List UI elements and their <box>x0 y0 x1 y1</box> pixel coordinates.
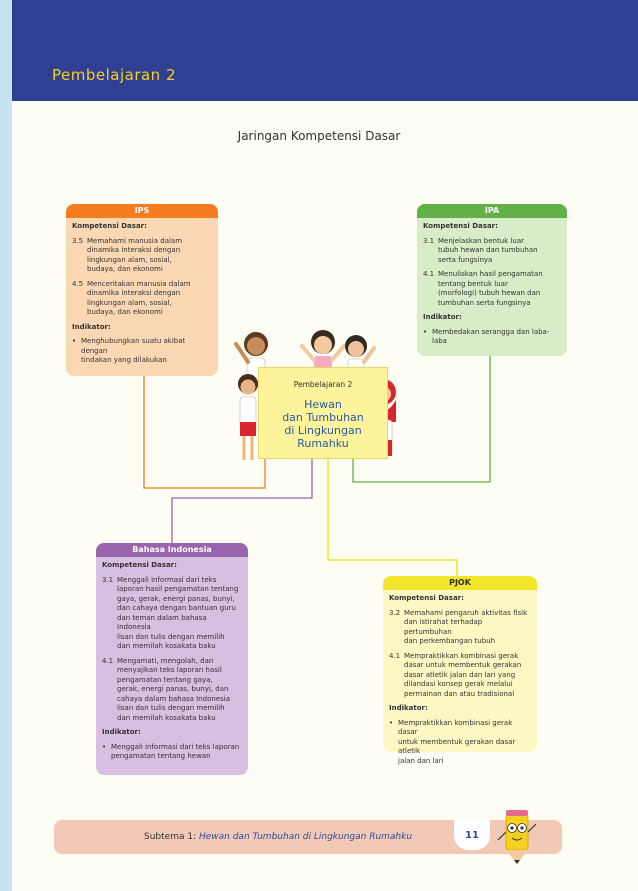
pjok-connector <box>328 459 457 576</box>
footer-subtema: Subtema 1: Hewan dan Tumbuhan di Lingkun… <box>144 832 412 842</box>
page-number: 11 <box>454 830 490 841</box>
center-subtitle: Pembelajaran 2 <box>259 380 387 389</box>
ips-header: IPS <box>66 204 218 218</box>
kd-number: 4.5 <box>72 280 87 318</box>
bullet-dot: • <box>72 337 81 366</box>
pencil-mascot-icon <box>492 806 542 868</box>
pjok-indicator: •Mempraktikkan kombinasi gerak dasar unt… <box>389 719 531 767</box>
ips-indicator: •Menghubungkan suatu akibat dengan tinda… <box>72 337 212 366</box>
indicator-text: Mempraktikkan kombinasi gerak dasar untu… <box>398 719 531 767</box>
kd-text: Mengamati, mengolah, dan menyajikan teks… <box>117 657 242 724</box>
indicator-text: Menggali informasi dari teks laporan pen… <box>111 743 242 762</box>
kd-text: Menceritakan manusia dalam dinamika inte… <box>87 280 212 318</box>
ipa-kd-label: Kompetensi Dasar: <box>423 222 561 232</box>
kd-number: 3.2 <box>389 609 404 647</box>
indicator-text: Membedakan serangga dan laba-laba <box>432 328 561 347</box>
kd-number: 4.1 <box>423 270 438 308</box>
bullet-dot: • <box>102 743 111 762</box>
kd-number: 3.1 <box>102 576 117 652</box>
kd-text: Menggali informasi dari teks laporan has… <box>117 576 242 652</box>
kd-number: 4.1 <box>389 652 404 700</box>
bi-header: Bahasa Indonesia <box>96 543 248 557</box>
bi-indicator-label: Indikator: <box>102 728 242 738</box>
pjok-header: PJOK <box>383 576 537 590</box>
indicator-text: Menghubungkan suatu akibat dengan tindak… <box>81 337 212 366</box>
bi-connector <box>172 459 312 543</box>
kd-number: 4.1 <box>102 657 117 724</box>
bi-kd-label: Kompetensi Dasar: <box>102 561 242 571</box>
center-theme-card: Pembelajaran 2 Hewan dan Tumbuhan di Lin… <box>258 367 388 459</box>
child-right-top <box>345 335 374 369</box>
bullet-dot: • <box>423 328 432 347</box>
ipa-header: IPA <box>417 204 567 218</box>
ips-kd-label: Kompetensi Dasar: <box>72 222 212 232</box>
subtema-label: Subtema 1: <box>144 832 199 842</box>
page-number-tab: 11 <box>454 818 490 850</box>
ipa-indicator: •Membedakan serangga dan laba-laba <box>423 328 561 347</box>
kd-text: Memahami pengaruh aktivitas fisik dan is… <box>404 609 531 647</box>
kd-text: Mempraktikkan kombinasi gerak dasar untu… <box>404 652 531 700</box>
kd-number: 3.1 <box>423 237 438 266</box>
ipa-indicator-label: Indikator: <box>423 313 561 323</box>
kd-text: Menjelaskan bentuk luar tubuh hewan dan … <box>438 237 561 266</box>
child-far-left <box>238 374 258 460</box>
kd-text: Menuliskan hasil pengamatan tentang bent… <box>438 270 561 308</box>
center-title: Hewan dan Tumbuhan di Lingkungan Rumahku <box>259 398 387 450</box>
subtema-title: Hewan dan Tumbuhan di Lingkungan Rumahku <box>199 832 412 842</box>
child-middle <box>302 330 344 368</box>
ips-indicator-label: Indikator: <box>72 323 212 333</box>
kd-number: 3.5 <box>72 237 87 275</box>
pjok-indicator-label: Indikator: <box>389 704 531 714</box>
bi-indicator: •Menggali informasi dari teks laporan pe… <box>102 743 242 762</box>
pjok-kd-label: Kompetensi Dasar: <box>389 594 531 604</box>
bullet-dot: • <box>389 719 398 767</box>
kd-text: Memahami manusia dalam dinamika interaks… <box>87 237 212 275</box>
